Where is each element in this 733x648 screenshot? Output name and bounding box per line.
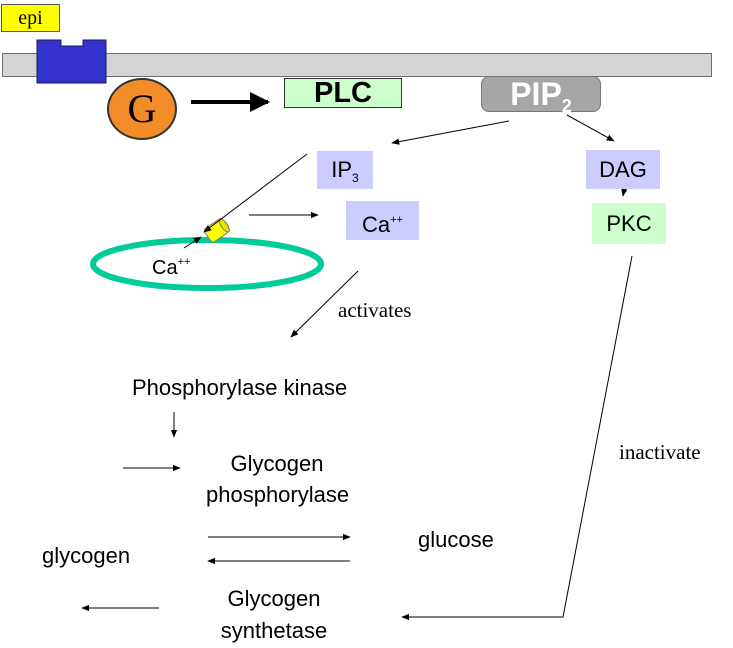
receptor-shape <box>36 39 107 84</box>
glycogen-synthetase-label: Glycogen synthetase <box>212 583 336 647</box>
pkc-box: PKC <box>592 203 666 244</box>
glycogen-label: glycogen <box>42 543 131 568</box>
ca-superscript: ++ <box>390 214 403 226</box>
glucose-label: glucose <box>418 527 494 552</box>
arrow-pip2-to-dag <box>566 114 615 142</box>
arrow-ip3-to-channel <box>203 153 308 233</box>
pip2-box: PIP2 <box>481 76 601 116</box>
arrow-ca-activates <box>290 270 359 338</box>
ip3-subscript: 3 <box>352 171 359 185</box>
epi-label: epi <box>1 4 60 32</box>
pip2-main-text: PIP <box>510 76 562 112</box>
arrow-pip2-to-ip3 <box>391 120 510 145</box>
er-membrane-ring <box>90 237 324 291</box>
plc-box: PLC <box>284 78 402 108</box>
pip2-subscript: 2 <box>561 96 572 116</box>
glycogen-phosphorylase-line2: phosphorylase <box>206 482 350 507</box>
er-ca-main-text: Ca <box>152 257 178 279</box>
er-ca-superscript: ++ <box>177 256 191 268</box>
ca-main-text: Ca <box>362 212 391 237</box>
activates-label: activates <box>338 298 412 322</box>
inactivate-label: inactivate <box>619 440 701 464</box>
ip3-main-text: IP <box>331 157 353 182</box>
er-ca-label: Ca++ <box>152 256 190 280</box>
dag-box: DAG <box>586 150 660 189</box>
phosphorylase-kinase-label: Phosphorylase kinase <box>132 375 348 400</box>
cytosolic-ca-box: Ca++ <box>346 201 419 240</box>
glycogen-synthetase-line2: synthetase <box>220 618 328 643</box>
glycogen-phosphorylase-line1: Glycogen <box>230 451 324 476</box>
glycogen-phosphorylase-label: Glycogen phosphorylase <box>206 448 350 510</box>
arrow-pkc-inactivate <box>401 255 633 621</box>
glycogen-synthetase-line1: Glycogen <box>227 586 321 611</box>
arrow-ca-release <box>183 236 202 249</box>
ip3-box: IP3 <box>317 151 373 189</box>
cell-membrane <box>2 53 712 77</box>
g-protein: G <box>107 78 177 140</box>
